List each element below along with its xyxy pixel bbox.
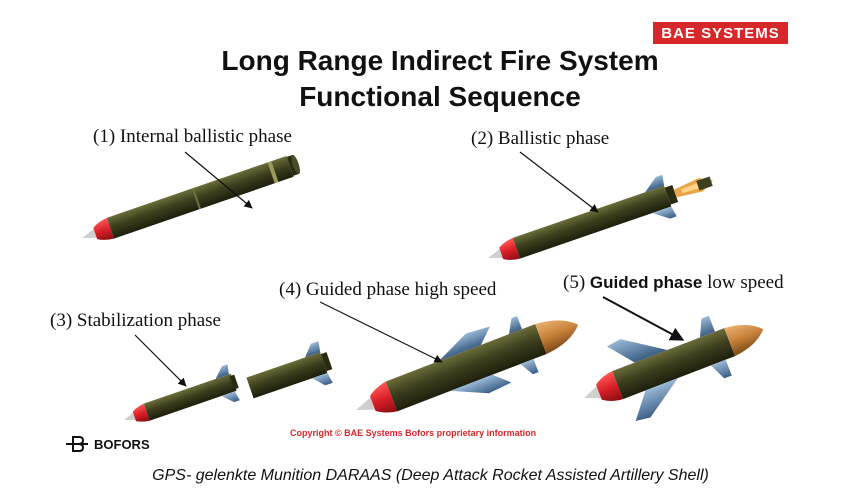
label-phase-5-prefix: (5) bbox=[563, 272, 586, 293]
pointer-phase-4 bbox=[319, 301, 443, 363]
label-phase-1: (1) Internal ballistic phase bbox=[93, 126, 292, 147]
page-title-line-2: Functional Sequence bbox=[299, 81, 581, 112]
pointer-phase-5 bbox=[602, 296, 685, 341]
label-phase-3: (3) Stabilization phase bbox=[50, 310, 221, 331]
shell-phase-1 bbox=[82, 154, 301, 240]
pointer-phase-3 bbox=[134, 334, 187, 387]
bae-systems-logo: BAE SYSTEMS bbox=[653, 22, 788, 44]
pointer-phase-1 bbox=[184, 151, 253, 209]
shell-phase-3-front bbox=[124, 364, 240, 422]
shell-phase-4 bbox=[356, 316, 579, 413]
copyright-notice: Copyright © BAE Systems Bofors proprieta… bbox=[290, 428, 537, 438]
shell-phase-2 bbox=[488, 174, 714, 260]
shell-phase-3-rear bbox=[246, 341, 333, 399]
label-phase-5-suffix: low speed bbox=[707, 272, 784, 293]
label-phase-5: (5) Guided phase low speed bbox=[563, 272, 784, 294]
page-title-line-1: Long Range Indirect Fire System bbox=[221, 45, 659, 76]
image-caption: GPS- gelenkte Munition DARAAS (Deep Atta… bbox=[152, 467, 709, 484]
bofors-mark-icon bbox=[66, 436, 88, 452]
label-phase-2: (2) Ballistic phase bbox=[471, 128, 610, 149]
label-phase-5-bold: Guided phase bbox=[589, 273, 703, 292]
shell-phase-5 bbox=[584, 315, 764, 422]
bofors-logo-text: BOFORS bbox=[94, 436, 150, 452]
bofors-logo: BOFORS bbox=[66, 436, 150, 452]
pointer-phase-2 bbox=[519, 151, 599, 213]
label-phase-4: (4) Guided phase high speed bbox=[279, 279, 497, 300]
